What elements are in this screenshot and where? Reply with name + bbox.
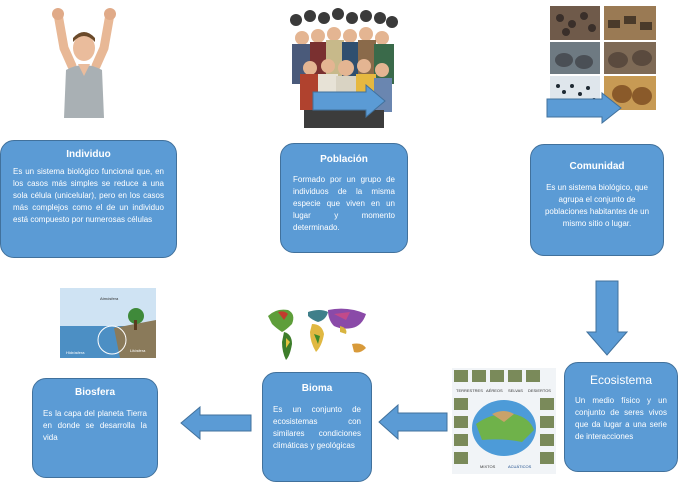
terrestres-label: TERRESTRES bbox=[456, 388, 483, 393]
arrow-left-icon bbox=[180, 406, 252, 440]
litosfera-label: Litósfera bbox=[130, 348, 146, 353]
biosfera-box: Biosfera Es la capa del planeta Tierra e… bbox=[32, 378, 158, 478]
individuo-text: Es un sistema biológico funcional que, e… bbox=[13, 167, 164, 224]
ecosistema-text: Un medio físico y un conjunto de seres v… bbox=[575, 396, 667, 441]
poblacion-title: Población bbox=[320, 154, 368, 165]
bioma-box: Bioma Es un conjunto de ecosistemas con … bbox=[262, 372, 372, 482]
aereos-label: AÉREOS bbox=[486, 388, 503, 393]
hidrosfera-label: Hidrósfera bbox=[66, 350, 85, 355]
desiertos-label: DESIERTOS bbox=[528, 388, 551, 393]
arrow-right-icon bbox=[546, 92, 622, 124]
biosfera-title: Biosfera bbox=[74, 387, 115, 398]
mixtos-label: MIXTOS bbox=[480, 464, 496, 469]
bioma-image bbox=[262, 302, 376, 364]
arrow-down-icon bbox=[586, 280, 628, 356]
comunidad-text: Es un sistema biológico, que agrupa el c… bbox=[544, 183, 650, 228]
biosfera-text: Es la capa del planeta Tierra en donde s… bbox=[43, 409, 147, 442]
individuo-title: Individuo bbox=[66, 149, 111, 160]
ecosistema-title: Ecosistema bbox=[589, 373, 653, 387]
biosfera-image: Atmósfera Hidrósfera Litósfera bbox=[60, 288, 156, 358]
arrow-right-icon bbox=[312, 84, 386, 118]
ecosistema-image: TERRESTRES AÉREOS SELVAS DESIERTOS MIXTO… bbox=[452, 368, 556, 474]
individuo-box: Individuo Es un sistema biológico funcio… bbox=[0, 140, 177, 258]
arrow-left-icon bbox=[378, 404, 448, 440]
acuaticos-label: ACUÁTICOS bbox=[508, 464, 532, 469]
comunidad-title: Comunidad bbox=[569, 161, 625, 172]
atmosfera-label: Atmósfera bbox=[100, 296, 119, 301]
individuo-image bbox=[44, 6, 124, 118]
bioma-text: Es un conjunto de ecosistemas con simila… bbox=[273, 405, 361, 450]
comunidad-box: Comunidad Es un sistema biológico, que a… bbox=[530, 144, 664, 256]
poblacion-box: Población Formado por un grupo de indivi… bbox=[280, 143, 408, 253]
selvas-label: SELVAS bbox=[508, 388, 523, 393]
bioma-title: Bioma bbox=[301, 383, 333, 394]
ecosistema-box: Ecosistema Un medio físico y un conjunto… bbox=[564, 362, 678, 472]
poblacion-text: Formado por un grupo de individuos de la… bbox=[293, 175, 395, 232]
